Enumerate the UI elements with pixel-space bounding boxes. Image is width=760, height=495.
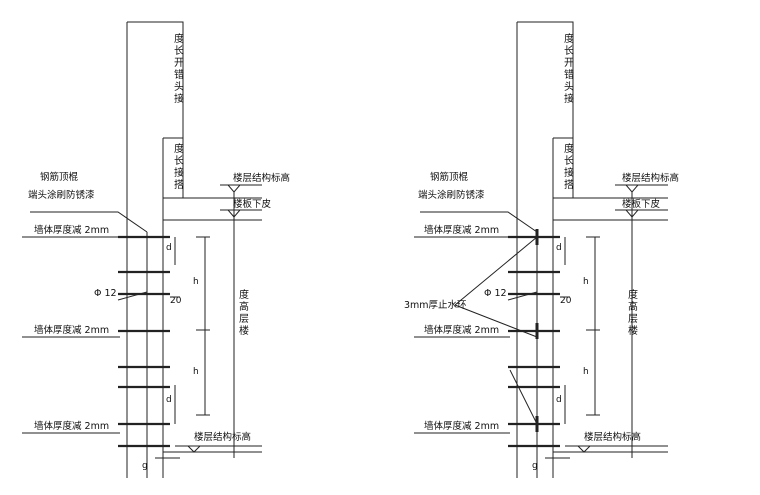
right-bottom-mark: g xyxy=(532,461,538,471)
right-water-stop-ring: 3mm厚止水环 xyxy=(404,299,467,311)
tie-rods xyxy=(508,235,560,448)
right-dim-h-bottom: h xyxy=(583,367,589,377)
leader-rebar-dia xyxy=(507,291,538,301)
left-bottom-mark: g xyxy=(142,461,148,471)
elev-marker-top xyxy=(624,184,640,193)
right-floor-elev-bottom: 楼层结构标高 xyxy=(584,431,641,443)
elev-marker-bottom xyxy=(186,445,202,453)
right-stagger-length: 度长开错头接 xyxy=(564,32,574,105)
right-dim-h-top: h xyxy=(583,277,589,287)
right-dim-20: 20 xyxy=(560,296,572,306)
left-floor-height: 度高层楼 xyxy=(239,288,249,337)
left-rebar-head-line2: 端头涂刷防锈漆 xyxy=(28,189,95,201)
right-vertical-labels: 度长开错头接 度长接搭 度高层楼 xyxy=(564,32,638,337)
left-dim-d-top: d xyxy=(166,243,172,253)
right-floor-height: 度高层楼 xyxy=(628,288,638,337)
left-lap-length: 度长接搭 xyxy=(174,142,184,191)
right-lap-length: 度长接搭 xyxy=(564,142,574,191)
left-dim-d-bottom: d xyxy=(166,395,172,405)
left-rebar-head-line1: 钢筋顶棍 xyxy=(40,171,79,183)
leader-water-stop xyxy=(454,304,538,338)
elev-marker-top xyxy=(226,184,242,193)
left-detail xyxy=(22,21,262,478)
left-rebar-dia: Φ 12 xyxy=(94,288,117,299)
leader-rebar-dia xyxy=(117,291,148,301)
leader-rebar-head xyxy=(420,211,538,233)
right-rebar-dia: Φ 12 xyxy=(484,288,507,299)
left-floor-elev-bottom: 楼层结构标高 xyxy=(194,431,251,443)
left-slab-bottom: 楼板下皮 xyxy=(233,198,272,210)
right-floor-elev-top: 楼层结构标高 xyxy=(622,172,679,184)
elev-marker-bottom xyxy=(576,445,592,453)
tie-rods xyxy=(118,235,170,448)
right-rebar-head-line2: 端头涂刷防锈漆 xyxy=(418,189,485,201)
left-stagger-length: 度长开错头接 xyxy=(174,32,184,105)
left-dim-h-top: h xyxy=(193,277,199,287)
right-slab-bottom: 楼板下皮 xyxy=(622,198,661,210)
left-wall-reduce-1: 墙体厚度减 2mm xyxy=(34,224,109,236)
right-wall-reduce-2: 墙体厚度减 2mm xyxy=(424,324,499,336)
right-dim-d-top: d xyxy=(556,243,562,253)
left-floor-elev-top: 楼层结构标高 xyxy=(233,172,290,184)
right-wall-reduce-1: 墙体厚度减 2mm xyxy=(424,224,499,236)
lap-board xyxy=(162,137,184,478)
left-dim-h-bottom: h xyxy=(193,367,199,377)
left-wall-reduce-2: 墙体厚度减 2mm xyxy=(34,324,109,336)
right-detail xyxy=(414,21,668,478)
lap-board xyxy=(552,137,574,478)
right-labels: 钢筋顶棍 端头涂刷防锈漆 墙体厚度减 2mm Φ 12 3mm厚止水环 墙体厚度… xyxy=(404,171,679,471)
left-vertical-labels: 度长开错头接 度长接搭 度高层楼 xyxy=(174,32,249,337)
right-wall-reduce-3: 墙体厚度减 2mm xyxy=(424,420,499,432)
leader-rebar-head xyxy=(30,211,148,233)
left-wall-reduce-3: 墙体厚度减 2mm xyxy=(34,420,109,432)
left-labels: 钢筋顶棍 端头涂刷防锈漆 墙体厚度减 2mm Φ 12 墙体厚度减 2mm 墙体… xyxy=(28,171,290,471)
left-dim-20: 20 xyxy=(170,296,182,306)
right-dim-d-bottom: d xyxy=(556,395,562,405)
right-rebar-head-line1: 钢筋顶棍 xyxy=(430,171,469,183)
